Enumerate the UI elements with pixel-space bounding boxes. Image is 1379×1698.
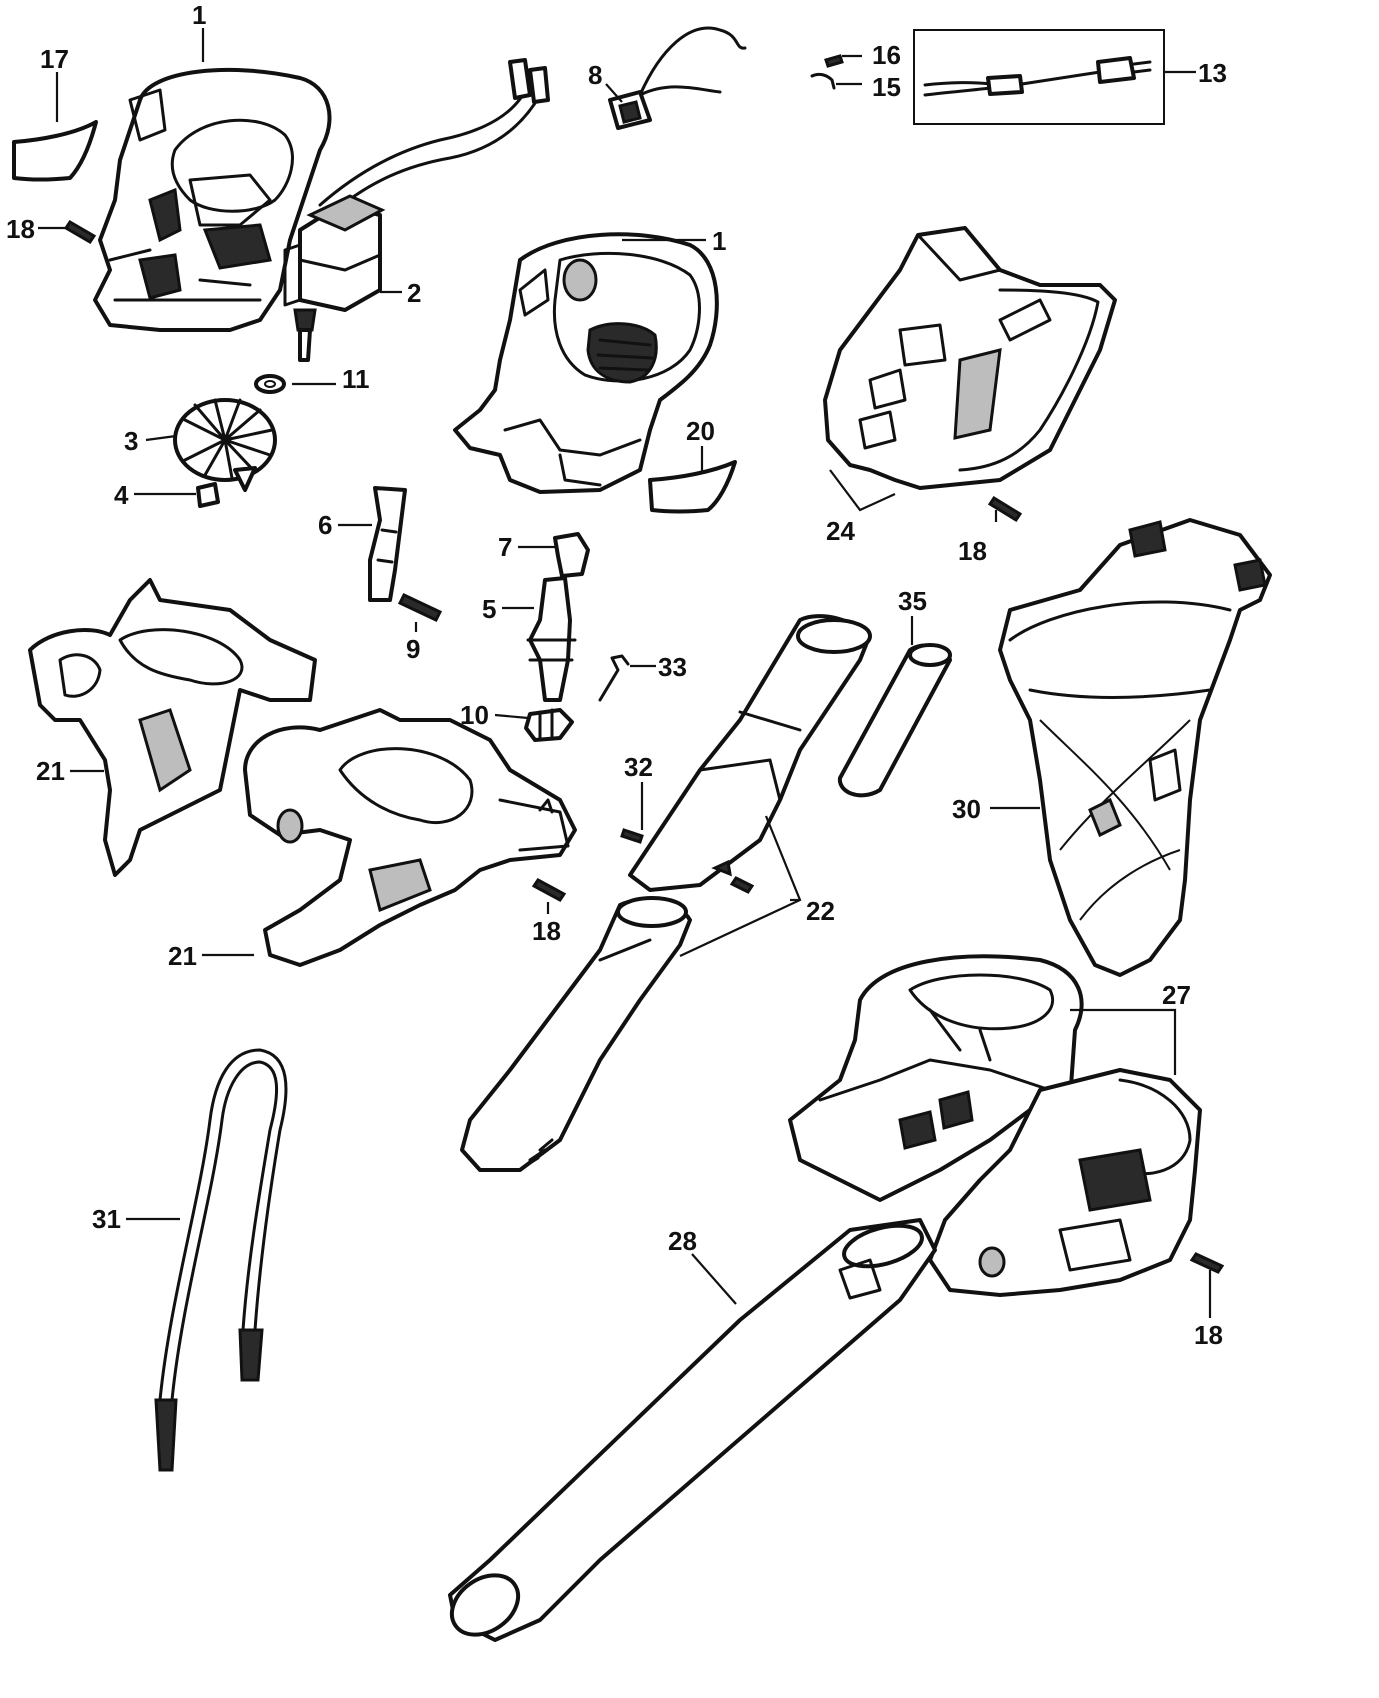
callout-17: 17 bbox=[40, 44, 69, 74]
part-20-label bbox=[648, 460, 737, 514]
callout-32: 32 bbox=[624, 752, 653, 782]
part-1-rear-housing bbox=[93, 67, 332, 332]
part-27-base-housing-lower bbox=[928, 1068, 1202, 1297]
part-32-screw bbox=[620, 828, 644, 844]
part-1-front-housing bbox=[453, 232, 719, 494]
callout-16: 16 bbox=[872, 40, 901, 70]
callout-4: 4 bbox=[114, 480, 129, 510]
callout-5: 5 bbox=[482, 594, 496, 624]
callout-18-b: 18 bbox=[958, 536, 987, 566]
part-16-screw bbox=[824, 54, 844, 68]
part-35-foam-tube bbox=[837, 643, 952, 798]
part-8-switch bbox=[608, 26, 747, 130]
part-9-spring bbox=[397, 593, 443, 622]
callout-7: 7 bbox=[498, 532, 512, 562]
part-5-lever bbox=[526, 576, 577, 702]
callout-21-b: 21 bbox=[168, 941, 197, 971]
callout-22: 22 bbox=[806, 896, 835, 926]
part-6-trigger bbox=[368, 486, 407, 602]
part-11-washer bbox=[254, 374, 286, 394]
part-22-screw bbox=[729, 876, 755, 894]
callout-10: 10 bbox=[460, 700, 489, 730]
callout-18-d: 18 bbox=[1194, 1320, 1223, 1350]
callout-13: 13 bbox=[1198, 58, 1227, 88]
callout-3: 3 bbox=[124, 426, 138, 456]
part-15-clip bbox=[810, 72, 836, 90]
callout-20: 20 bbox=[686, 416, 715, 446]
part-18-screw-b bbox=[987, 495, 1023, 523]
part-28-blower-nozzle bbox=[448, 1218, 937, 1642]
callout-1-front-housing: 1 bbox=[712, 226, 726, 256]
part-18-screw-d bbox=[1189, 1252, 1225, 1274]
part-18-screw-c bbox=[531, 878, 567, 902]
leader-lines bbox=[38, 28, 1212, 1318]
callout-24: 24 bbox=[826, 516, 855, 546]
callout-35: 35 bbox=[898, 586, 927, 616]
callout-2: 2 bbox=[407, 278, 421, 308]
callout-18-a: 18 bbox=[6, 214, 35, 244]
part-24-rear-cover bbox=[823, 226, 1117, 490]
callout-15: 15 bbox=[872, 72, 901, 102]
part-17-label bbox=[12, 120, 98, 182]
callout-6: 6 bbox=[318, 510, 332, 540]
part-31-shoulder-strap bbox=[154, 1048, 288, 1472]
callout-9: 9 bbox=[406, 634, 420, 664]
part-22-tube-lower bbox=[460, 896, 692, 1172]
part-10-gear bbox=[524, 708, 574, 742]
part-13-power-cord bbox=[913, 29, 1165, 125]
callout-18-c: 18 bbox=[532, 916, 561, 946]
part-22-tube-upper bbox=[628, 614, 872, 892]
part-33-spring bbox=[598, 654, 630, 702]
part-2-motor bbox=[283, 58, 550, 362]
callout-33: 33 bbox=[658, 652, 687, 682]
callout-30: 30 bbox=[952, 794, 981, 824]
callout-28: 28 bbox=[668, 1226, 697, 1256]
callout-27: 27 bbox=[1162, 980, 1191, 1010]
callout-1-rear-housing: 1 bbox=[192, 0, 206, 30]
part-18-screw-a bbox=[63, 219, 97, 245]
part-21-handle-front bbox=[243, 708, 577, 967]
part-3-fan bbox=[173, 398, 277, 492]
part-30-collection-bag bbox=[998, 518, 1272, 977]
callout-11: 11 bbox=[342, 364, 370, 394]
part-27-base-housing-upper bbox=[788, 954, 1084, 1202]
part-7-clip bbox=[553, 532, 590, 578]
callout-21-a: 21 bbox=[36, 756, 65, 786]
part-21-handle-left bbox=[28, 578, 317, 877]
callout-labels: 1 17 18 2 11 3 4 8 16 15 13 1 20 24 18 6… bbox=[6, 0, 1227, 1350]
callout-8: 8 bbox=[588, 60, 602, 90]
part-4-nut bbox=[196, 482, 220, 508]
callout-31: 31 bbox=[92, 1204, 121, 1234]
